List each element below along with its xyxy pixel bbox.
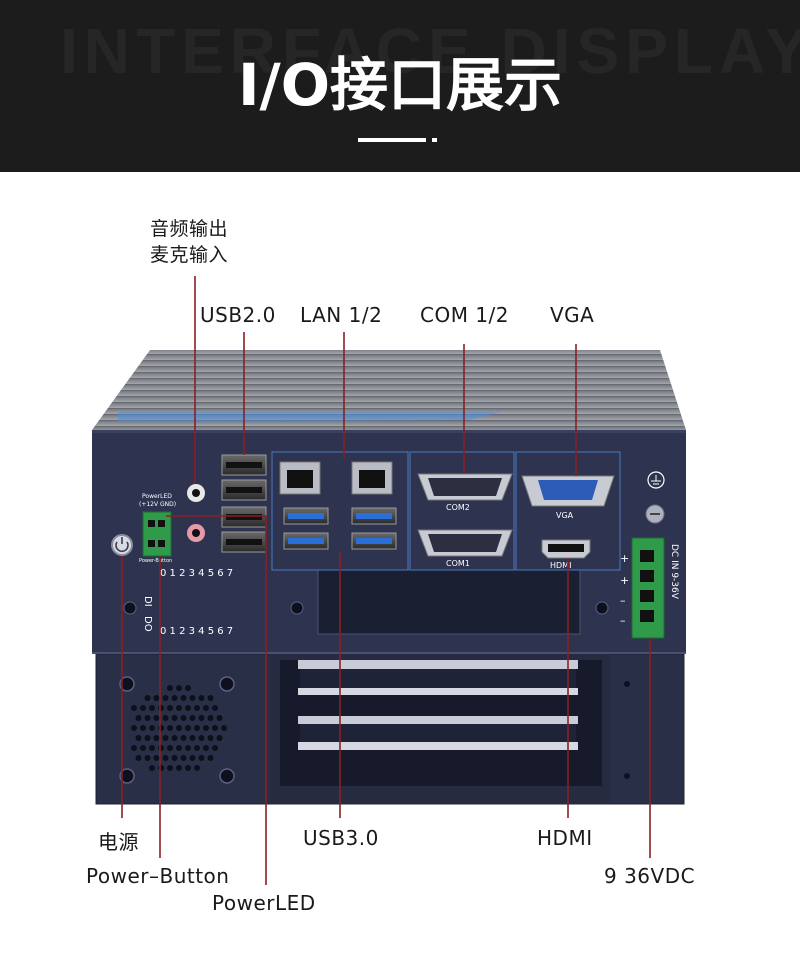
vga-caption: VGA (556, 511, 574, 520)
dc-plus-1: + (620, 552, 629, 565)
power-button-caption: Power-Button (139, 558, 172, 564)
ground-icon (647, 471, 665, 489)
expansion-module-cover (317, 569, 581, 635)
usb3-ports[interactable] (283, 507, 397, 550)
hdmi-caption: HDMI (550, 561, 571, 570)
com1-port[interactable] (417, 529, 513, 557)
label-usb2: USB2.0 (200, 303, 276, 327)
lower-screws (119, 676, 235, 784)
label-dc-in: 9 36VDC (604, 864, 696, 888)
power-led-caption: PowerLED (142, 493, 172, 500)
dc-in-caption: DC IN 9-36V (669, 544, 679, 600)
label-mic-in: 麦克输入 (150, 244, 229, 266)
power-terminal-block[interactable] (142, 511, 172, 557)
page-header: INTERFACE DISPLAY I/O接口展示 (0, 0, 800, 172)
com2-port[interactable] (417, 473, 513, 501)
label-audio-out: 音频输出 (150, 218, 229, 240)
label-usb3: USB3.0 (303, 826, 379, 850)
audio-out-jack[interactable] (187, 484, 205, 502)
label-lan: LAN 1/2 (300, 303, 383, 327)
lan-port-2[interactable] (351, 461, 393, 495)
pcie-brackets (298, 660, 578, 750)
page-title: I/O接口展示 (237, 51, 563, 119)
label-hdmi: HDMI (537, 826, 593, 850)
power-led-caption-2: (+12V GND) (139, 501, 176, 508)
ventilation-grille (131, 685, 227, 771)
leader-lines (121, 276, 651, 885)
label-vga: VGA (550, 303, 595, 327)
vga-port[interactable] (521, 475, 615, 507)
title-underline (358, 138, 426, 142)
ground-screw (645, 504, 665, 524)
usb2-ports[interactable] (221, 454, 267, 553)
header-background-word: INTERFACE DISPLAY (60, 15, 800, 87)
com1-caption: COM1 (446, 559, 470, 568)
di-numbers: 0 1 2 3 4 5 6 7 (160, 568, 233, 579)
com2-caption: COM2 (446, 503, 470, 512)
hdmi-port[interactable] (541, 539, 591, 559)
title-underline-dot (432, 138, 437, 142)
di-label: DI (142, 596, 153, 607)
label-com: COM 1/2 (420, 303, 510, 327)
label-power: 电源 (98, 830, 139, 854)
dc-minus-2: – (620, 614, 626, 627)
lan-port-1[interactable] (279, 461, 321, 495)
label-power-button: Power–Button (86, 864, 230, 888)
do-numbers: 0 1 2 3 4 5 6 7 (160, 626, 233, 637)
chassis-top-heatsink (92, 350, 686, 430)
power-button[interactable] (111, 534, 133, 556)
dc-in-terminal[interactable] (631, 537, 665, 639)
mic-in-jack[interactable] (187, 524, 205, 542)
label-power-led: PowerLED (212, 891, 316, 915)
dc-plus-2: + (620, 574, 629, 587)
do-label: DO (142, 616, 153, 632)
dc-minus-1: – (620, 594, 626, 607)
